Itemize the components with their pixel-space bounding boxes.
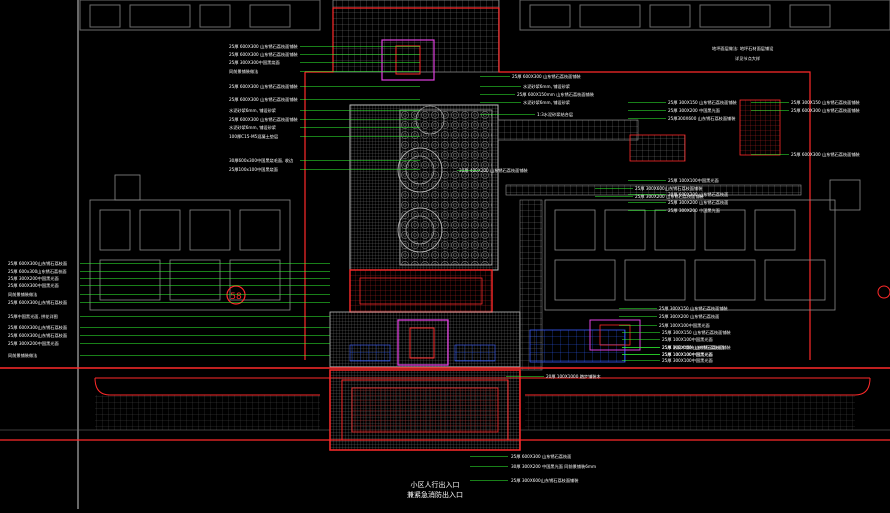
annotation-label: 25厚300X600 山东锈石荔枝面铺装 — [668, 115, 736, 122]
annotation-label: 25厚 600X300 山东锈石荔枝面铺装 — [791, 107, 861, 114]
residential-buildings — [89, 174, 861, 311]
annotation-label: 30厚 300X200 中国黑光面 同前景铺装6mm — [511, 463, 596, 470]
east-walkway — [497, 99, 802, 196]
annotation-label: 25厚 100X100中国黑光面 — [662, 336, 713, 343]
annotation-label: 25厚 100X100中国黑光面 — [659, 322, 710, 329]
annotation-label: 25厚 600X300 山东锈石荔枝面 — [511, 453, 571, 460]
annotation-label: 30厚 600X300 山东锈石荔枝面 — [668, 191, 728, 198]
annotation-label: 同前景铺装做法 — [8, 352, 37, 359]
annotation-label: 25厚 600X300 山东锈石荔枝面铺装 — [791, 151, 861, 158]
annotation-label: 25厚 300X200 中国黑光面 — [668, 207, 720, 214]
annotation-label: 25厚 100X100中国黑光面 — [668, 177, 719, 184]
annotation-label: 25厚 600X300山东锈石荔枝面 — [8, 299, 67, 306]
annotation-label: 20厚 100X1000 踏步铺装木 — [546, 373, 601, 380]
annotation-label: 水泥砂浆6mm, 铺设砂浆 — [229, 124, 277, 131]
annotation-label: 25厚 300X600山东锈石荔枝面铺装 — [635, 185, 703, 192]
annotation-label: 25厚 100X100中国黑光面 — [662, 351, 713, 358]
annotation-label: 25厚 300X150 山东锈石荔枝面铺装 — [668, 99, 738, 106]
annotation-label: 25厚 600X150mm 山东锈石荔枝面铺装 — [517, 91, 595, 98]
east-garden — [519, 199, 641, 371]
annotation-label: 25厚 600X300山东锈石荔枝面 — [8, 260, 67, 267]
annotation-label: 25厚中国黑光面, 拼花详图 — [8, 313, 58, 320]
annotation-label: 25厚100x100中国黑烧面 — [229, 166, 278, 173]
building-number-marker: 58 — [226, 285, 246, 305]
annotation-label: 25厚 300X600山东锈石荔枝面铺装 — [511, 477, 579, 484]
annotation-label: 30厚 400X200 山东锈石荔枝面铺装 — [459, 167, 529, 174]
entrance-plaza — [329, 369, 521, 451]
annotation-label: 水泥砂浆6mm, 铺设砂浆 — [229, 107, 277, 114]
building-number-marker-right — [877, 285, 890, 299]
annotation-label: 25厚 600X300中国黑光面 — [8, 282, 59, 289]
annotation-label: 25厚 300X200 山东锈石荔枝面 — [668, 199, 728, 206]
top-buildings — [79, 0, 890, 31]
central-plaza — [349, 104, 499, 271]
annotation-label: 25厚 600X300 山东锈石荔枝面铺装 — [229, 96, 299, 103]
entrance-gate — [329, 311, 521, 368]
annotation-label: 25厚 600x300山东锈石荔枝面 — [8, 268, 67, 275]
annotation-label: 水泥砂浆6mm, 铺设砂浆 — [523, 83, 571, 90]
annotation-label: 25厚 600X300山东锈石荔枝面 — [8, 332, 67, 339]
annotation-label: 25厚 600X300山东锈石荔枝面 — [8, 324, 67, 331]
paving-note-1: 地坪面层做法: 地坪石材面层铺设 — [712, 45, 774, 52]
annotation-label: 25厚 600X300 山东锈石荔枝面铺装 — [229, 43, 299, 50]
annotation-label: 100厚C15-M5混凝土垫层 — [229, 133, 278, 140]
building-number: 58 — [230, 292, 242, 302]
annotation-label: 同前景铺装做法 — [8, 291, 37, 298]
fire-entry-label: 兼紧急消防出入口 — [407, 490, 463, 499]
annotation-label: 25厚 300X150 山东锈石荔枝面铺装 — [791, 99, 861, 106]
annotation-label: 25厚 300X150 山东锈石荔枝面铺装 — [662, 329, 732, 336]
annotation-label: 25厚 600X300 山东锈石荔枝面铺装 — [512, 73, 582, 80]
north-axis-paving — [332, 0, 500, 81]
annotation-label: 25厚 300X200 中国黑光面 — [668, 107, 720, 114]
annotation-label: 25厚 300X150 山东锈石荔枝面铺装 — [659, 305, 729, 312]
pedestrian-entry-label: 小区人行出入口 — [411, 480, 460, 489]
annotation-label: 25厚 300X200中国黑光面 — [8, 340, 59, 347]
annotation-label: 25厚 300X200 山东锈石荔枝面 — [659, 313, 719, 320]
feature-planter — [349, 269, 493, 313]
annotation-label: 25厚 300X300中国黑烧面 — [229, 59, 280, 66]
annotation-label: 水泥砂浆6mm, 铺设砂浆 — [523, 99, 571, 106]
annotation-label: 25厚 100X100中国黑光面 — [662, 351, 713, 358]
annotation-label: 25厚 600X300 山东锈石荔枝面铺装 — [229, 51, 299, 58]
annotation-label: 1:3水泥砂浆结合层 — [537, 111, 573, 118]
annotations-bottom: 25厚 600X300 山东锈石荔枝面 30厚 300X200 中国黑光面 同前景… — [470, 453, 596, 484]
paving-note-2: 详见节点大样 — [735, 55, 760, 62]
annotation-label: 25厚 600X300 山东锈石荔枝面铺装 — [229, 116, 299, 123]
road — [0, 367, 890, 441]
annotation-label: 25厚 300X100中国黑光面 — [662, 357, 713, 364]
annotation-label: 25厚 300X200 山东锈石荔枝面铺装 — [635, 193, 705, 200]
annotation-label: 25厚 300X200中国黑光面 — [8, 275, 59, 282]
annotation-label: 30厚600x300中国黑烧毛面, 收边 — [229, 157, 294, 164]
annotation-label: 25厚 300X150 山东锈石荔枝面铺装 — [662, 344, 732, 351]
annotation-label: 同前景铺装做法 — [229, 68, 258, 75]
annotation-label: 25厚 600X300 山东锈石荔枝面铺装 — [229, 83, 299, 90]
annotation-label: 25厚 防腐木铺装 山东锈石荔枝面 — [662, 344, 724, 351]
